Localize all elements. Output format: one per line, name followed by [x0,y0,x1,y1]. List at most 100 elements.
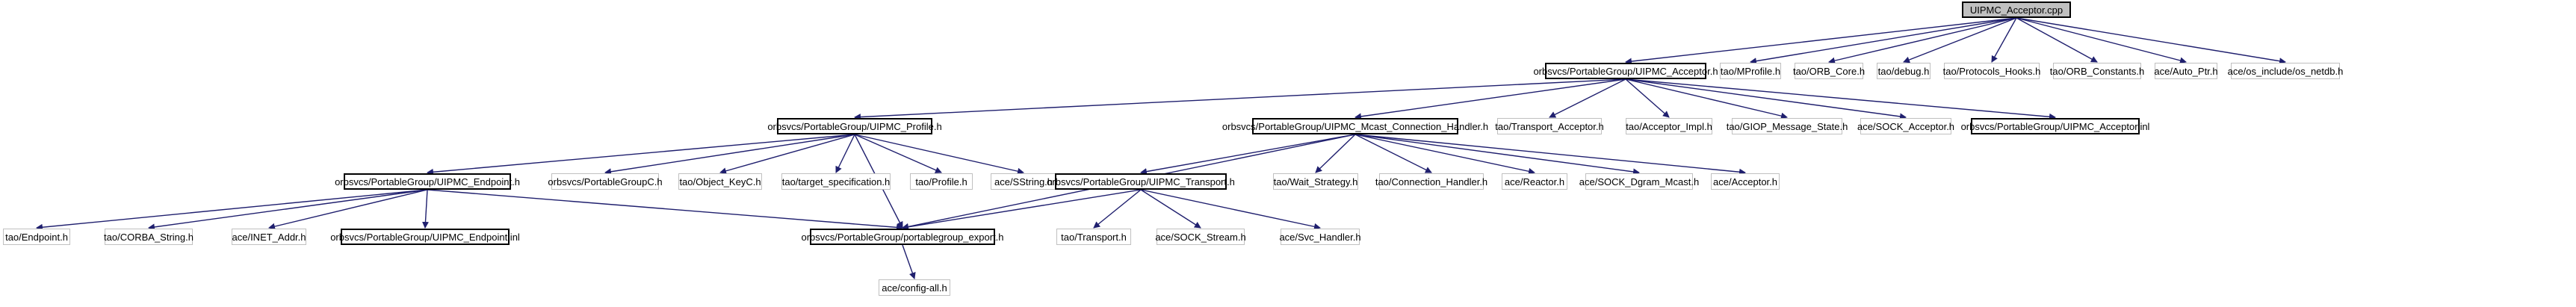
graph-node[interactable]: tao/Transport_Acceptor.h [1495,118,1604,134]
graph-node[interactable]: orbsvcs/PortableGroup/UIPMC_Endpoint.inl [330,229,520,245]
graph-edge [427,189,903,231]
graph-edge [1625,78,1788,120]
graph-node[interactable]: tao/Endpoint.h [3,229,70,245]
graph-node-label: tao/MProfile.h [1720,65,1781,77]
graph-node[interactable]: tao/Wait_Strategy.h [1273,173,1358,190]
graph-node-label: tao/debug.h [1877,65,1930,77]
graph-node-label: tao/Connection_Handler.h [1375,176,1488,187]
graph-edge [1750,17,2017,65]
graph-node-label: ace/os_include/os_netdb.h [2227,65,2344,77]
graph-node[interactable]: ace/INET_Addr.h [232,229,306,245]
graph-edge [835,134,855,173]
graph-edge [902,244,916,279]
graph-edge [36,189,428,231]
graph-node-label: orbsvcs/PortableGroup/portablegroup_expo… [801,231,1004,243]
graph-edge [1549,78,1626,118]
graph-edge [719,134,855,175]
graph-edge [1093,189,1142,229]
graph-edge [854,134,942,173]
graph-node[interactable]: ace/Acceptor.h [1711,173,1780,190]
graph-node-label: ace/INET_Addr.h [232,231,306,243]
graph-node-label: tao/CORBA_String.h [104,231,193,243]
graph-node-label: tao/Protocols_Hooks.h [1942,65,2041,77]
graph-node[interactable]: tao/target_specification.h [781,173,891,190]
graph-node[interactable]: orbsvcs/PortableGroup/UIPMC_Profile.h [767,118,942,134]
graph-edge [148,189,428,231]
graph-edge [1354,78,1626,120]
graph-node[interactable]: tao/GIOP_Message_State.h [1727,118,1848,134]
graph-node[interactable]: ace/os_include/os_netdb.h [2228,63,2343,79]
graph-edge [1625,78,1907,120]
graph-node[interactable]: ace/SOCK_Stream.h [1155,229,1246,245]
graph-node[interactable]: orbsvcs/PortableGroup/UIPMC_Endpoint.h [335,173,520,190]
graph-node[interactable]: tao/CORBA_String.h [104,229,193,245]
graph-node-label: tao/Endpoint.h [5,231,68,243]
graph-node-label: tao/ORB_Constants.h [2049,65,2145,77]
graph-node-label: ace/Acceptor.h [1713,176,1777,187]
graph-node-label: tao/Wait_Strategy.h [1273,176,1358,187]
graph-node-label: ace/config-all.h [882,282,947,294]
graph-node[interactable]: orbsvcs/PortableGroup/UIPMC_Mcast_Connec… [1222,118,1488,134]
graph-node-label: orbsvcs/PortableGroup/UIPMC_Transport.h [1047,176,1235,187]
graph-node-label: tao/Profile.h [915,176,967,187]
graph-edge [2016,17,2187,64]
graph-node-label: tao/target_specification.h [781,176,891,187]
graph-edge [1140,189,1321,230]
graph-node-label: orbsvcs/PortableGroup/UIPMC_Endpoint.h [335,176,520,187]
graph-node[interactable]: orbsvcs/PortableGroup/portablegroup_expo… [802,229,1004,245]
graph-node-label: tao/GIOP_Message_State.h [1726,120,1848,132]
graph-node[interactable]: tao/Transport.h [1056,229,1131,245]
graph-node[interactable]: tao/ORB_Core.h [1792,63,1866,79]
graph-edge [902,189,1142,231]
graph-node-label: orbsvcs/PortableGroup/UIPMC_Acceptor.inl [1960,120,2150,132]
graph-edge [854,134,1024,175]
graph-node[interactable]: tao/MProfile.h [1720,63,1781,79]
graph-node-label: ace/SOCK_Stream.h [1155,231,1246,243]
graph-node[interactable]: tao/debug.h [1877,63,1931,79]
graph-node[interactable]: orbsvcs/PortableGroupC.h [548,173,663,190]
graph-node[interactable]: ace/SOCK_Dgram_Mcast.h [1579,173,1699,190]
graph-edge [1625,17,2017,65]
graph-node[interactable]: ace/Svc_Handler.h [1279,229,1361,245]
graph-node[interactable]: orbsvcs/PortableGroup/UIPMC_Acceptor.h [1533,63,1718,79]
graph-edge [1140,134,1356,176]
graph-node-label: ace/Reactor.h [1504,176,1565,187]
graph-node-label: ace/SOCK_Dgram_Mcast.h [1579,176,1700,187]
graph-edge [2016,17,2098,63]
graph-node[interactable]: ace/Auto_Ptr.h [2154,63,2218,79]
graph-node[interactable]: ace/SOCK_Acceptor.h [1857,118,1954,134]
graph-edge [604,134,855,176]
graph-node-label: ace/Auto_Ptr.h [2154,65,2218,77]
graph-node[interactable]: tao/Acceptor_Impl.h [1626,118,1712,134]
graph-node[interactable]: orbsvcs/PortableGroup/UIPMC_Acceptor.inl [1961,118,2149,134]
graph-node-label: ace/SString.h [994,176,1053,187]
graph-edge [1354,134,1535,175]
graph-edge [2016,17,2286,65]
graph-node[interactable]: tao/Connection_Handler.h [1375,173,1487,190]
graph-node-label: orbsvcs/PortableGroupC.h [548,176,663,187]
graph-node-label: orbsvcs/PortableGroup/UIPMC_Mcast_Connec… [1222,120,1489,132]
graph-node-label: tao/Transport.h [1061,231,1127,243]
graph-node-label: tao/Object_KeyC.h [679,176,761,187]
graph-edge [1354,134,1432,173]
graph-node-root[interactable]: UIPMC_Acceptor.cpp [1962,1,2071,18]
graph-node[interactable]: tao/Protocols_Hooks.h [1942,63,2041,79]
graph-edge [1315,134,1356,173]
graph-node[interactable]: tao/ORB_Constants.h [2049,63,2145,79]
graph-edge [1625,78,2056,120]
graph-node[interactable]: ace/config-all.h [879,279,950,296]
graph-edge [1903,17,2017,63]
graph-node-label: tao/ORB_Core.h [1792,65,1866,77]
graph-node-label: tao/Acceptor_Impl.h [1626,120,1712,132]
graph-edge [1828,17,2017,64]
graph-edge [268,189,428,230]
graph-node[interactable]: orbsvcs/PortableGroup/UIPMC_Transport.h [1047,173,1235,190]
graph-node[interactable]: tao/Object_KeyC.h [678,173,762,190]
graph-node[interactable]: tao/Profile.h [910,173,973,190]
graph-edge [1354,134,1640,176]
graph-node-label: tao/Transport_Acceptor.h [1495,120,1604,132]
graph-node[interactable]: ace/Reactor.h [1502,173,1567,190]
graph-node-label: orbsvcs/PortableGroup/UIPMC_Profile.h [767,120,942,132]
